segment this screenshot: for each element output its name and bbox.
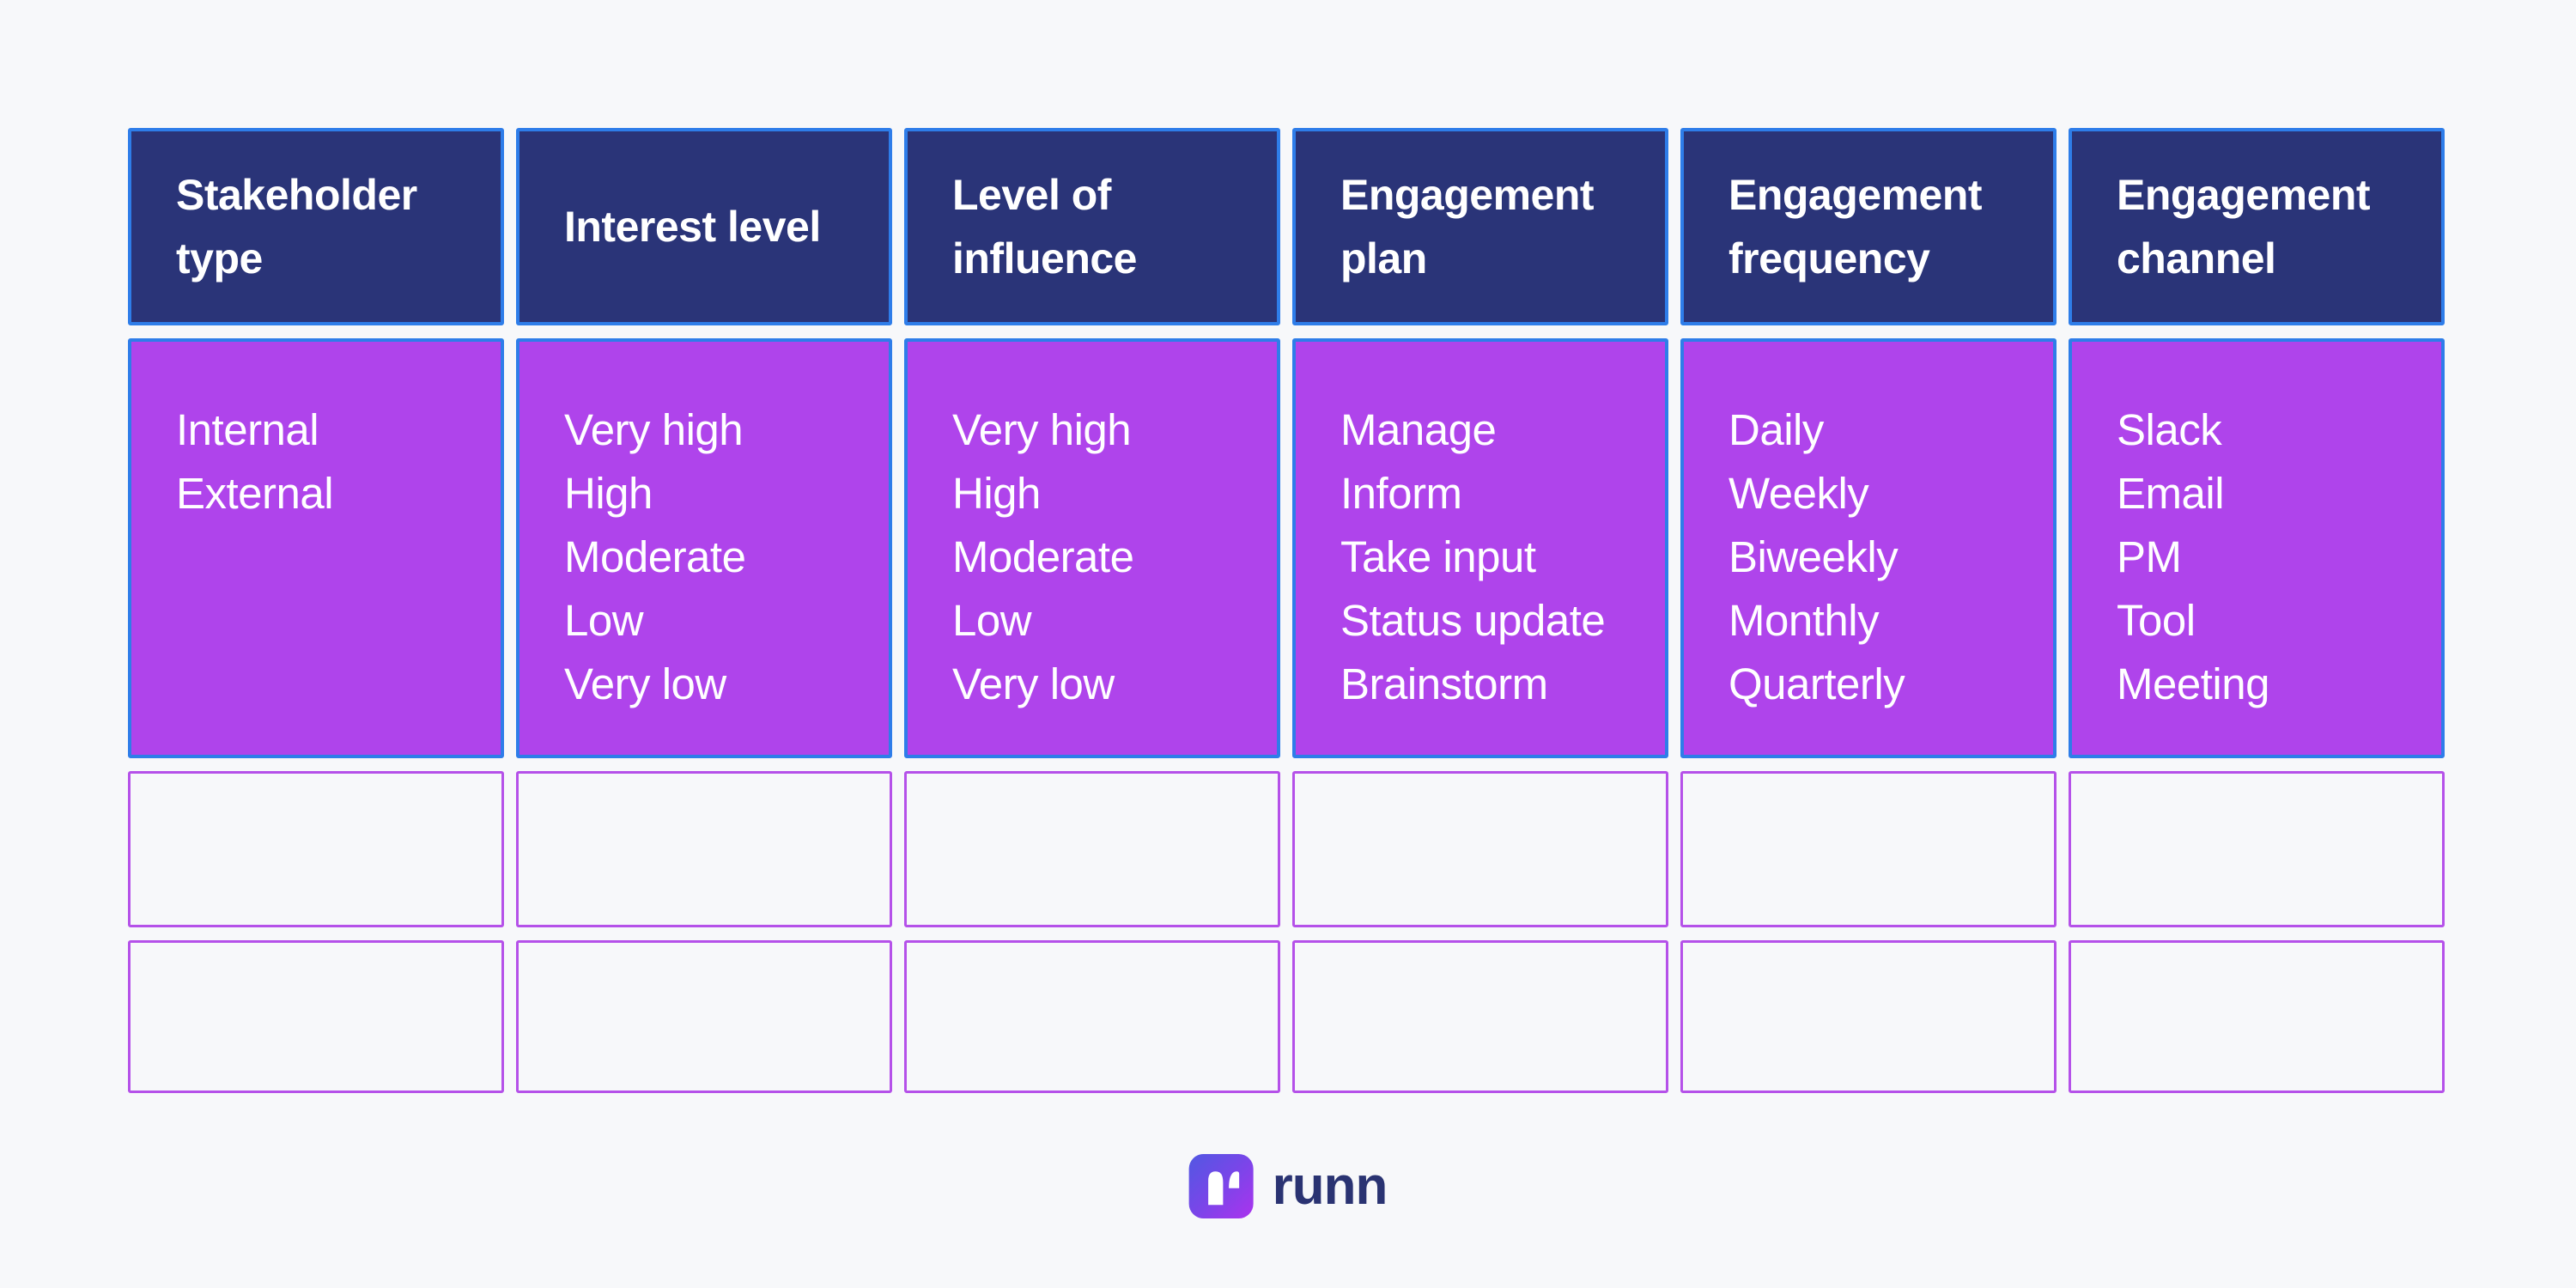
header-label: Engagement frequency — [1728, 171, 1983, 283]
option-email: Email — [2117, 469, 2225, 518]
option-quarterly: Quarterly — [1728, 659, 1905, 708]
header-label: Level of influence — [952, 171, 1137, 283]
stakeholder-table: Stakeholder type Interest level Level of i… — [128, 128, 2445, 1093]
option-low: Low — [564, 596, 644, 645]
option-very-high: Very high — [952, 405, 1132, 454]
runn-r-icon — [1208, 1171, 1240, 1206]
option-very-high: Very high — [564, 405, 744, 454]
option-slack: Slack — [2117, 405, 2222, 454]
runn-wordmark: runn — [1272, 1157, 1388, 1216]
empty-cell-row1-engagement-plan — [1292, 771, 1668, 927]
option-brainstorm: Brainstorm — [1340, 659, 1548, 708]
option-tool: Tool — [2117, 596, 2196, 645]
empty-cell-row2-stakeholder-type — [128, 940, 504, 1093]
empty-cell-row1-engagement-channel — [2069, 771, 2445, 927]
option-manage: Manage — [1340, 405, 1497, 454]
header-cell-engagement-frequency: Engagement frequency — [1680, 128, 2057, 325]
option-take-input: Take input — [1340, 532, 1536, 581]
header-label: Interest level — [564, 203, 821, 251]
header-label: Engagement channel — [2117, 171, 2371, 283]
header-cell-engagement-plan: Engagement plan — [1292, 128, 1668, 325]
option-very-low: Very low — [952, 659, 1115, 708]
empty-cell-row1-level-of-influence — [904, 771, 1280, 927]
option-very-low: Very low — [564, 659, 726, 708]
empty-cell-row2-engagement-channel — [2069, 940, 2445, 1093]
empty-cell-row2-engagement-plan — [1292, 940, 1668, 1093]
empty-cell-row1-stakeholder-type — [128, 771, 504, 927]
option-daily: Daily — [1728, 405, 1824, 454]
header-label: Engagement plan — [1340, 171, 1595, 283]
option-meeting: Meeting — [2117, 659, 2269, 708]
header-cell-engagement-channel: Engagement channel — [2069, 128, 2445, 325]
option-status-update: Status update — [1340, 596, 1606, 645]
option-biweekly: Biweekly — [1728, 532, 1899, 581]
option-weekly: Weekly — [1728, 469, 1869, 518]
option-inform: Inform — [1340, 469, 1462, 518]
option-pm: PM — [2117, 532, 2182, 581]
option-internal: Internal — [176, 405, 319, 454]
header-label: Stakeholder type — [176, 171, 417, 283]
runn-logo: runn — [1188, 1154, 1388, 1218]
empty-cell-row1-engagement-frequency — [1680, 771, 2057, 927]
header-cell-interest-level: Interest level — [516, 128, 892, 325]
option-moderate: Moderate — [952, 532, 1134, 581]
option-high: High — [952, 469, 1041, 518]
header-cell-stakeholder-type: Stakeholder type — [128, 128, 504, 325]
empty-cell-row2-interest-level — [516, 940, 892, 1093]
empty-cell-row1-interest-level — [516, 771, 892, 927]
option-high: High — [564, 469, 653, 518]
header-cell-level-of-influence: Level of influence — [904, 128, 1280, 325]
empty-cell-row2-level-of-influence — [904, 940, 1280, 1093]
option-low: Low — [952, 596, 1032, 645]
option-monthly: Monthly — [1728, 596, 1880, 645]
option-external: External — [176, 469, 334, 518]
empty-cell-row2-engagement-frequency — [1680, 940, 2057, 1093]
runn-logo-icon — [1188, 1154, 1254, 1218]
option-moderate: Moderate — [564, 532, 746, 581]
